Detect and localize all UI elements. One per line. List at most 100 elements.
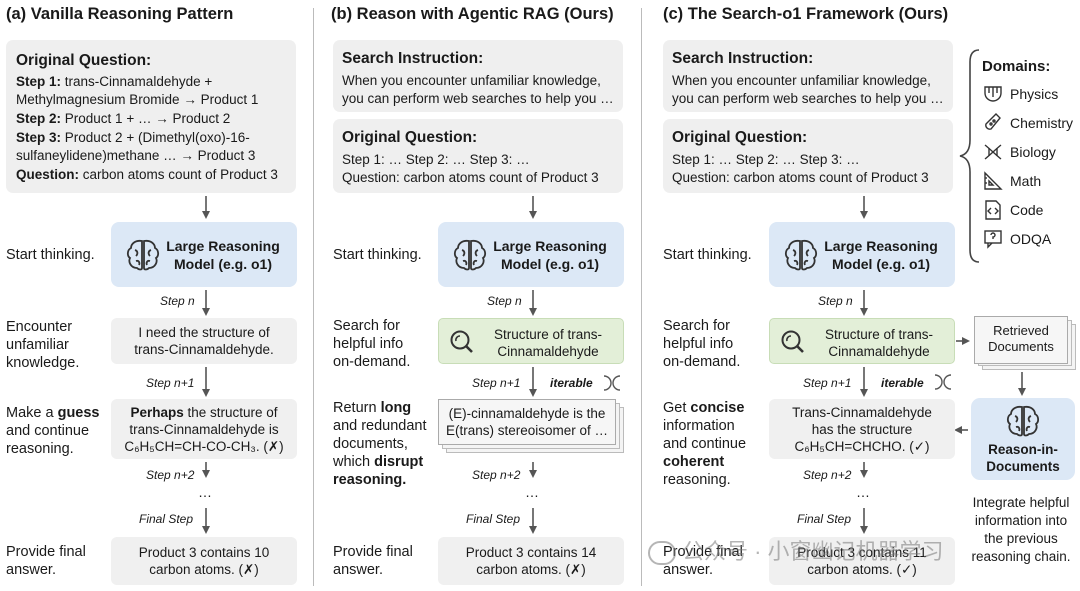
panel-separator [313,8,314,586]
refined-text: Trans-Cinnamaldehyde [792,405,932,420]
query-text: Cinnamaldehyde [497,344,599,359]
integrate-text: Integrate helpful [972,495,1070,510]
step-n1-label: Step n+1 [146,376,195,390]
search-icon [781,330,804,353]
provide-label: answer. [333,562,383,578]
integrate-text: information into [974,513,1068,528]
search-instruction-text: you can perform web searches to help you… [672,91,944,106]
disrupt-emphasis: disrupt [374,454,424,470]
question-text: carbon atoms count of Product 3 [82,167,278,182]
ellipsis: … [525,484,539,500]
integrate-caption: Integrate helpful information into the p… [964,494,1078,566]
question-chat-icon [984,230,1002,249]
wechat-icon [648,541,676,566]
step-n2-label: Step n+2 [803,468,852,482]
retrieved-label: Documents [988,339,1054,354]
model-name-line1: Large Reasoning [824,238,938,254]
need-structure-box: I need the structure of trans-Cinnamalde… [111,318,297,364]
answer-text: Product 3 contains 14 [465,545,597,560]
step-n-label: Step n [818,294,853,308]
encounter-label: Encounter [6,319,73,335]
domain-biology: Biology [1010,144,1056,160]
domain-chemistry: Chemistry [1010,115,1074,131]
return-label: which [333,454,375,470]
get-label: information [663,418,735,434]
brain-icon [126,239,160,271]
panel-a-title: (a) Vanilla Reasoning Pattern [6,5,234,23]
iterable-label: iterable [550,376,593,390]
domain-math: Math [1010,173,1042,189]
query-text: Structure of trans- [824,327,934,342]
question-heading: Original Question: [672,129,808,146]
query-text: Structure of trans- [493,327,603,342]
refined-text: has the structure [811,422,913,437]
final-step-label: Final Step [139,512,194,526]
search-instruction-box: Search Instruction: When you encounter u… [663,40,953,112]
retrieved-label: Retrieved [993,323,1049,338]
question-heading: Original Question: [16,52,152,69]
final-answer-box: Product 3 contains 14 carbon atoms. (✗) [438,537,624,585]
step-n1-label: Step n+1 [472,376,521,390]
step1-text: trans-Cinnamaldehyde + [64,74,213,89]
get-label: Get [663,400,691,416]
panel-b-title: (b) Reason with Agentic RAG (Ours) [331,5,614,23]
query-text: Cinnamaldehyde [828,344,930,359]
search-instruction-box: Search Instruction: When you encounter u… [333,40,623,112]
need-text: I need the structure of [138,325,270,340]
brain-icon [1006,405,1040,437]
question-text: Step 1: … Step 2: … Step 3: … [672,152,860,167]
search-label: helpful info [333,336,404,352]
return-label: reasoning. [333,472,407,488]
provide-label: Provide final [663,544,743,560]
question-heading: Original Question: [342,129,478,146]
reason-in-documents-box: Reason-in- Documents [971,398,1075,480]
question-text: Question: carbon atoms count of Product … [342,170,599,185]
reason-in-documents-label: Documents [986,459,1060,474]
provide-label: answer. [663,562,713,578]
model-name-line2: Model (e.g. o1) [501,256,599,272]
step2-label: Step 2: [16,111,62,126]
get-label: and continue [663,436,747,452]
answer-text: Product 3 contains 10 [138,545,270,560]
ellipsis: … [856,484,870,500]
final-answer-box: Product 3 contains 11 carbon atoms. (✓) [769,537,955,585]
step-n1-label: Step n+1 [803,376,852,390]
large-reasoning-model-box: Large Reasoning Model (e.g. o1) [438,222,624,287]
physics-icon [984,86,1002,102]
answer-text: carbon atoms. (✗) [149,562,259,577]
domain-physics: Physics [1010,86,1059,102]
search-label: Search for [663,318,730,334]
model-name-line1: Large Reasoning [166,238,280,254]
iterable-label: iterable [881,376,924,390]
guess-label: reasoning. [6,441,74,457]
start-thinking-label: Start thinking. [663,247,752,263]
panel-separator [641,8,642,586]
brain-icon [453,239,487,271]
original-question-box: Original Question: Step 1: … Step 2: … S… [663,119,953,193]
search-label: helpful info [663,336,734,352]
search-instruction-text: When you encounter unfamiliar knowledge, [672,73,931,88]
search-instruction-heading: Search Instruction: [342,50,484,67]
start-thinking-label: Start thinking. [6,247,95,263]
cycle-icon [596,372,626,394]
model-name-line2: Model (e.g. o1) [174,256,272,272]
search-icon [450,330,473,353]
final-answer-box: Product 3 contains 10 carbon atoms. (✗) [111,537,297,585]
question-text: Question: carbon atoms count of Product … [672,170,929,185]
provide-label: Provide final [333,544,413,560]
step-n2-label: Step n+2 [146,468,195,482]
domains-heading: Domains: [982,58,1051,75]
search-instruction-text: When you encounter unfamiliar knowledge, [342,73,601,88]
search-query-box: Structure of trans- Cinnamaldehyde [438,318,624,364]
refined-formula: C₆H₅CH=CHCHO. (✓) [794,439,930,454]
need-text: trans-Cinnamaldehyde. [134,342,274,357]
code-file-icon [985,200,1001,220]
document-text: E(trans) stereoisomer of … [445,423,609,438]
return-label: documents, [333,436,408,452]
panel-c-title: (c) The Search-o1 Framework (Ours) [663,5,949,23]
return-label: Return [333,400,381,416]
guess-label: and continue [6,423,90,439]
guess-label: Make a [6,405,58,421]
step-n2-label: Step n+2 [472,468,521,482]
